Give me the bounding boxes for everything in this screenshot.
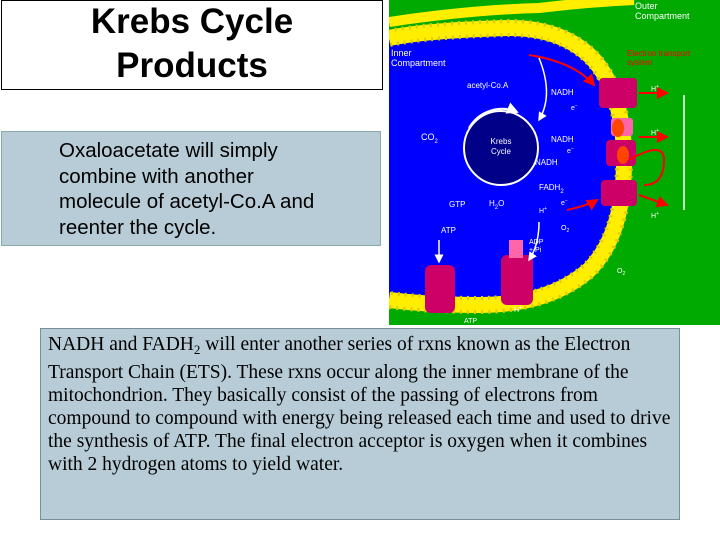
- ets-textbox: NADH and FADH2 will enter another series…: [40, 328, 680, 520]
- ets-text-rest: will enter another series of rxns known …: [48, 334, 670, 475]
- ets-text: NADH and FADH2 will enter another series…: [48, 333, 679, 476]
- nadh-label-3: NADH: [535, 158, 558, 167]
- atp-label-2: ATP: [464, 318, 477, 325]
- slide-title-line2: Products: [2, 44, 382, 88]
- oxaloacetate-textbox: Oxaloacetate will simply combine with an…: [1, 131, 381, 246]
- nadh-label-1: NADH: [551, 88, 574, 97]
- slide-title-line1: Krebs Cycle: [2, 0, 382, 44]
- ets-text-start: NADH and FADH: [48, 334, 194, 355]
- title-box: Krebs Cycle Products: [1, 0, 383, 90]
- atp-label-1: ATP: [441, 226, 456, 235]
- nadh-dehydrogenase-protein: [599, 78, 637, 108]
- oxaloacetate-text: Oxaloacetate will simply combine with an…: [59, 138, 380, 240]
- atp-synthase-left: [425, 265, 455, 313]
- cytochrome-oxidase-protein: [601, 180, 637, 206]
- gtp-label: GTP: [449, 200, 465, 209]
- acetyl-coa-label: acetyl-Co.A: [467, 81, 509, 90]
- atp-synthase-right: [501, 255, 533, 305]
- nadh-label-2: NADH: [551, 135, 574, 144]
